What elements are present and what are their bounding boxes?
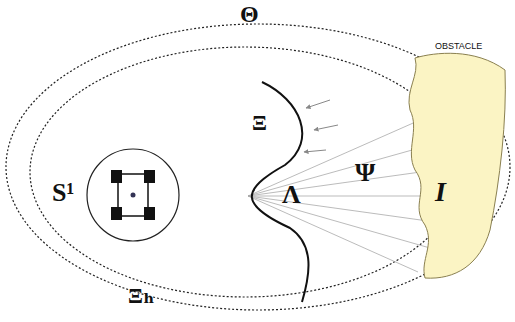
robot-symbol [111, 170, 155, 220]
outer-ellipse [6, 24, 510, 310]
xi-curve [252, 82, 309, 302]
math-label: Ξ [252, 112, 267, 134]
obstacle-shape: OBSTACLE I [395, 40, 510, 285]
node-label: I [435, 178, 446, 206]
rays [248, 120, 438, 272]
node-heading: OBSTACLE [435, 42, 482, 51]
obstacle-outline [395, 40, 510, 285]
math-label: Ψ [355, 160, 375, 186]
math-label: Θ [240, 2, 259, 26]
gray-arrows [304, 100, 338, 152]
inner-ellipse [30, 47, 460, 297]
math-label: Λ [282, 182, 301, 208]
math-label: Ξₕ [128, 285, 154, 307]
robot-circle [87, 149, 179, 241]
math-label: S¹ [52, 180, 74, 206]
